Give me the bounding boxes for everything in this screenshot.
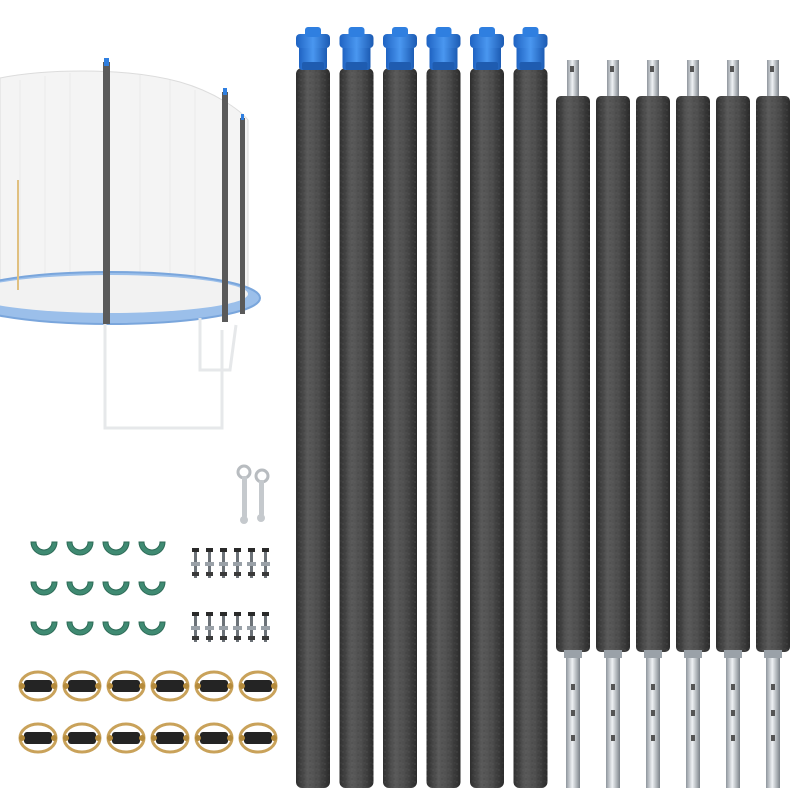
u-clamp-icon <box>238 670 278 702</box>
green-clip-icon <box>30 541 58 556</box>
bolt-icon <box>247 612 256 642</box>
bolt-icon <box>261 548 270 578</box>
bolt-sets-group <box>191 548 270 642</box>
u-clamp-icon <box>106 670 146 702</box>
bolt-icon <box>261 612 270 642</box>
trampoline-legs <box>103 318 238 430</box>
trampoline-preview <box>0 58 261 430</box>
u-clamp-icon <box>238 722 278 754</box>
foam-pole-steel-ends <box>636 60 670 788</box>
foam-pole-with-cap <box>470 27 504 788</box>
u-clamp-icon <box>18 670 58 702</box>
u-clamp-icon <box>150 722 190 754</box>
foam-pole-steel-ends <box>756 60 790 788</box>
blue-cap-icon <box>513 27 548 70</box>
foam-pole-with-cap <box>339 27 374 788</box>
bolt-icon <box>219 612 228 642</box>
u-clamp-icon <box>194 722 234 754</box>
foam-pole-with-cap <box>296 27 330 788</box>
blue-cap-icon <box>296 27 330 70</box>
green-clip-icon <box>66 621 94 636</box>
foam-pole-with-cap <box>513 27 548 788</box>
green-clip-icon <box>138 621 166 636</box>
foam-pole-steel-ends <box>716 60 750 788</box>
bolt-icon <box>233 548 242 578</box>
bolt-icon <box>205 548 214 578</box>
u-clamp-icon <box>150 670 190 702</box>
spanner-icon <box>254 468 270 522</box>
green-clip-icon <box>30 621 58 636</box>
green-clip-icon <box>102 541 130 556</box>
u-clamp-icon <box>62 670 102 702</box>
blue-cap-icon <box>470 27 504 70</box>
green-clip-icon <box>138 581 166 596</box>
foam-pole-steel-ends <box>556 60 590 788</box>
green-clip-icon <box>138 541 166 556</box>
bolt-icon <box>191 612 200 642</box>
green-clips-group <box>30 541 166 636</box>
spanner-icon <box>236 464 252 524</box>
capped-poles-group <box>296 27 548 788</box>
enclosure-net <box>0 70 249 299</box>
green-clip-icon <box>66 581 94 596</box>
green-clip-icon <box>102 581 130 596</box>
blue-cap-icon <box>383 27 417 70</box>
foam-pole-with-cap <box>383 27 417 788</box>
bolt-icon <box>219 548 228 578</box>
u-clamp-icon <box>18 722 58 754</box>
bolt-icon <box>191 548 200 578</box>
foam-pole-steel-ends <box>676 60 710 788</box>
bolt-icon <box>247 548 256 578</box>
green-clip-icon <box>102 621 130 636</box>
foam-pole-steel-ends <box>596 60 630 788</box>
bolt-icon <box>205 612 214 642</box>
enclosure-poles <box>103 58 245 324</box>
u-clamp-icon <box>194 670 234 702</box>
spanner-tools <box>236 464 270 524</box>
bolt-icon <box>233 612 242 642</box>
green-clip-icon <box>66 541 94 556</box>
blue-cap-icon <box>339 27 374 70</box>
u-clamp-icon <box>106 722 146 754</box>
u-clamps-group <box>18 670 278 754</box>
green-clip-icon <box>30 581 58 596</box>
steel-end-poles-group <box>556 60 790 788</box>
foam-pole-with-cap <box>426 27 461 788</box>
blue-cap-icon <box>426 27 461 70</box>
u-clamp-icon <box>62 722 102 754</box>
